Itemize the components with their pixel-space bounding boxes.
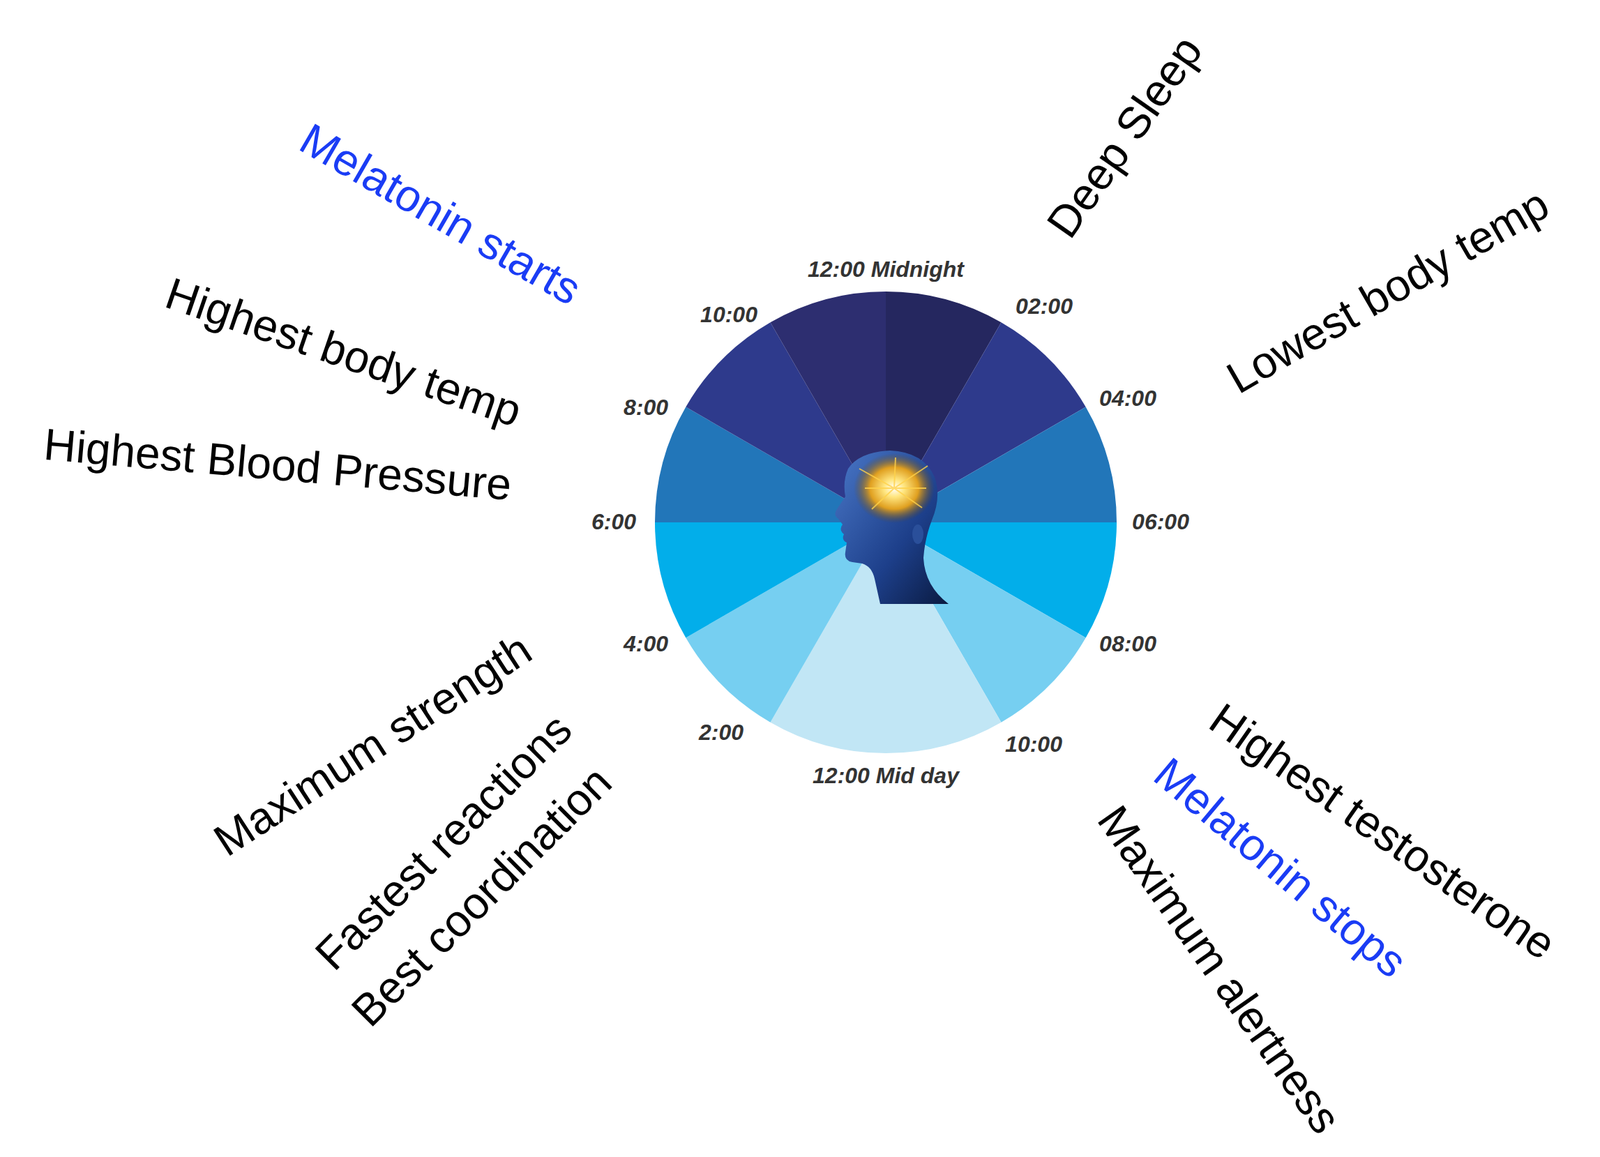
hour-label: 12:00 Mid day <box>812 763 960 789</box>
hour-label: 12:00 Midnight <box>807 256 964 283</box>
hour-label: 4:00 <box>623 631 669 658</box>
event-label: Melatonin starts <box>291 112 591 316</box>
head-figure <box>834 450 949 605</box>
event-label: Lowest body temp <box>1218 177 1559 404</box>
hour-label: 8:00 <box>623 394 669 421</box>
event-label: Deep Sleep <box>1036 26 1213 247</box>
hour-label: 02:00 <box>1015 293 1073 320</box>
hour-label: 06:00 <box>1131 509 1190 535</box>
hour-label: 10:00 <box>1005 731 1063 758</box>
hour-label: 04:00 <box>1099 385 1157 412</box>
hour-label: 08:00 <box>1099 631 1157 658</box>
hour-label: 6:00 <box>591 509 637 535</box>
hour-label: 2:00 <box>698 719 744 746</box>
event-label: Highest Blood Pressure <box>41 418 514 511</box>
hour-label: 10:00 <box>700 302 758 328</box>
clock-sectors <box>654 291 1117 754</box>
event-label: Highest body temp <box>159 267 529 438</box>
